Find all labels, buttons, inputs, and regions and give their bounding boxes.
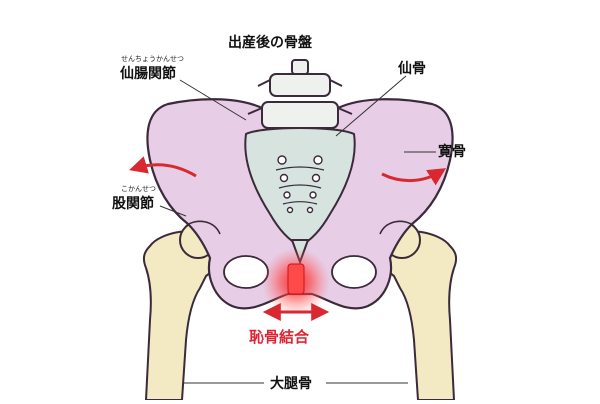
sacroiliac-joint-label: 仙腸関節 xyxy=(120,66,176,82)
sacrum-label: 仙骨 xyxy=(398,61,426,77)
leader-sacroiliac xyxy=(179,79,247,121)
hip-joint-label: 股関節 xyxy=(112,196,154,212)
sacrum-bone xyxy=(244,127,356,265)
diagram-title: 出産後の骨盤 xyxy=(228,35,312,51)
leader-sacrum xyxy=(335,75,407,137)
pubic-symphysis-joint xyxy=(287,263,305,295)
femur-label: 大腿骨 xyxy=(270,376,312,392)
left-ilium-arrow xyxy=(129,156,197,178)
hip-joint-ruby: こかんせつ xyxy=(121,185,156,193)
lumbar-vertebrae xyxy=(247,59,353,129)
sacroiliac-joint-ruby: せんちょうかんせつ xyxy=(121,55,184,63)
right-ilium-arrow xyxy=(381,168,447,186)
pubic-symphysis-label: 恥骨結合 xyxy=(249,328,310,346)
leader-hip xyxy=(159,205,187,217)
ilium-label: 寛骨 xyxy=(438,144,466,160)
hip-socket xyxy=(185,220,415,235)
obturator-foramen xyxy=(223,255,377,289)
leader-lines xyxy=(159,75,436,384)
